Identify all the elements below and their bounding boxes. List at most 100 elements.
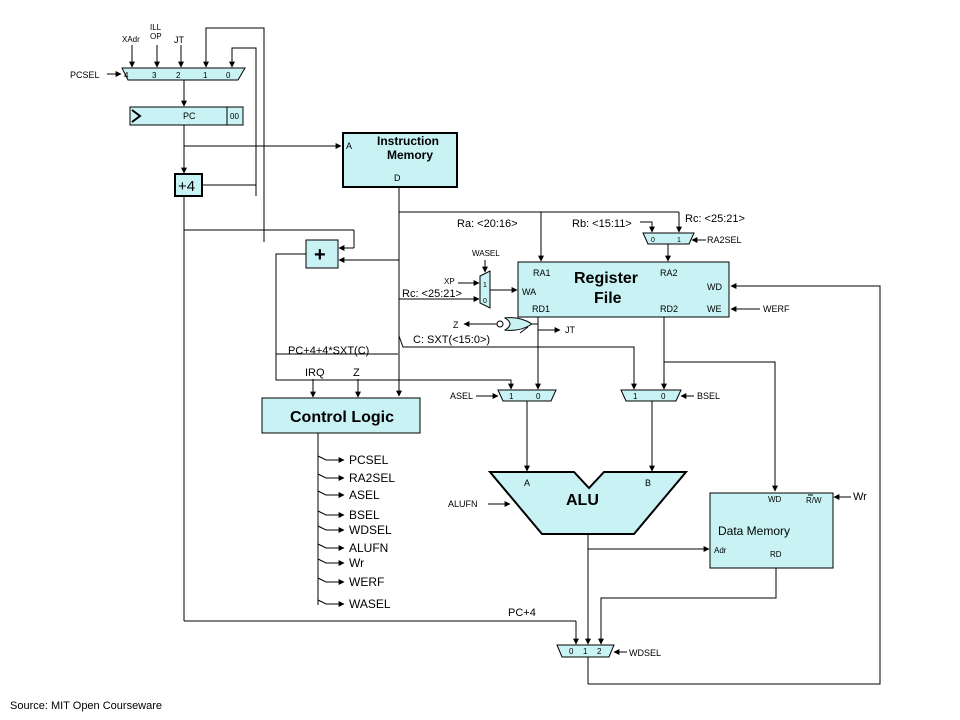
pc4-label: PC+4 [508, 607, 536, 619]
control-output-arrow [317, 455, 345, 463]
wdsel-label: WDSEL [629, 648, 661, 658]
regfile-title-2: File [594, 290, 622, 307]
control-output-arrow [317, 577, 345, 585]
regfile-we-port: WE [707, 304, 722, 314]
z-nor-gate [496, 317, 533, 331]
wdsel-port-0: 0 [569, 647, 574, 656]
bsel-mux: 1 0 [620, 389, 682, 402]
control-output-arrow [317, 543, 345, 551]
pc-mux-port-4: 4 [124, 71, 129, 80]
control-output-asel: ASEL [349, 488, 380, 502]
ra2-mux-port-1: 1 [677, 237, 681, 244]
sxt-field-label: C: SXT(<15:0>) [413, 334, 490, 346]
pc-mux-port-1: 1 [203, 71, 208, 80]
wa-mux-port-0: 0 [483, 298, 487, 305]
wasel-mux: 1 0 [479, 270, 491, 309]
bsel-port-0: 0 [661, 392, 666, 401]
control-z-label: Z [353, 367, 360, 379]
dmem-wd-port: WD [768, 495, 782, 504]
imem-data-port: D [394, 173, 401, 183]
alufn-label: ALUFN [448, 499, 478, 509]
plus4-block: +4 [174, 173, 203, 197]
regfile-rd2-port: RD2 [660, 304, 678, 314]
pcsel-label: PCSEL [70, 70, 100, 80]
pc-label: PC [183, 111, 196, 121]
plus4-label: +4 [178, 178, 195, 195]
asel-mux: 1 0 [497, 389, 557, 402]
imem-title-1: Instruction [377, 134, 439, 148]
alu: ALU A B [487, 471, 689, 535]
dmem-rd-port: RD [770, 550, 782, 559]
werf-in-label: WERF [763, 304, 790, 314]
dmem-title: Data Memory [718, 524, 790, 538]
pc-mux-port-0: 0 [226, 71, 231, 80]
control-output-wr: Wr [349, 556, 364, 570]
z-out-label: Z [453, 320, 459, 330]
dmem-adr-port: Adr [714, 546, 727, 555]
ra-field-label: Ra: <20:16> [457, 218, 518, 230]
control-output-arrow [317, 599, 345, 607]
wa-mux-port-1: 1 [483, 282, 487, 289]
wdsel-mux: 0 1 2 [556, 644, 615, 658]
dmem-rw-port: R/W [806, 496, 822, 505]
regfile-ra2-port: RA2 [660, 268, 678, 278]
instruction-memory: Instruction Memory A D [342, 132, 458, 188]
branch-adder: + [305, 239, 339, 269]
pc-register: PC 00 [129, 106, 244, 126]
control-output-pcsel: PCSEL [349, 453, 389, 467]
imem-addr-port: A [346, 141, 352, 151]
asel-label: ASEL [450, 391, 473, 401]
control-output-arrow [317, 510, 345, 518]
bsel-label: BSEL [697, 391, 720, 401]
control-output-arrow [317, 525, 345, 533]
wdsel-port-2: 2 [597, 647, 602, 656]
wasel-label: WASEL [472, 249, 500, 258]
control-output-alufn: ALUFN [349, 541, 388, 555]
op-label: OP [150, 32, 162, 41]
xadr-label: XAdr [122, 35, 140, 44]
alu-a-port: A [524, 478, 530, 488]
control-output-arrow [317, 490, 345, 498]
regfile-title-1: Register [574, 270, 638, 287]
imem-title-2: Memory [387, 148, 433, 162]
rb-field-label: Rb: <15:11> [572, 218, 632, 230]
regfile-ra1-port: RA1 [533, 268, 551, 278]
irq-label: IRQ [305, 367, 325, 379]
pc-mux-port-2: 2 [176, 71, 181, 80]
asel-port-0: 0 [536, 392, 541, 401]
regfile-wa-port: WA [522, 287, 536, 297]
rc-top-field-label: Rc: <25:21> [685, 213, 745, 225]
jt-top-label: JT [174, 35, 185, 45]
xp-label: XP [444, 277, 455, 286]
adder-plus: + [314, 244, 326, 266]
ill-label: ILL [150, 23, 162, 32]
pc-mux-port-3: 3 [152, 71, 157, 80]
control-output-ra2sel: RA2SEL [349, 471, 395, 485]
control-output-wdsel: WDSEL [349, 523, 392, 537]
control-output-arrow [317, 558, 345, 566]
control-output-wasel: WASEL [349, 597, 391, 611]
control-output-arrow [317, 473, 345, 481]
jt-out-label: JT [565, 325, 576, 335]
control-logic: Control Logic [261, 397, 421, 434]
control-output-werf: WERF [349, 575, 384, 589]
wdsel-port-1: 1 [583, 647, 588, 656]
regfile-wd-port: WD [707, 282, 722, 292]
branch-target-label: PC+4+4*SXT(C) [288, 345, 369, 357]
alu-b-port: B [645, 478, 651, 488]
asel-port-1: 1 [509, 392, 514, 401]
pc-00-label: 00 [230, 112, 239, 121]
bsel-port-1: 1 [633, 392, 638, 401]
pcsel-mux: 4 3 2 1 0 [121, 67, 246, 81]
ra2-mux-port-0: 0 [651, 237, 655, 244]
ra2sel-label: RA2SEL [707, 235, 742, 245]
control-output-bsel: BSEL [349, 508, 380, 522]
source-credit: Source: MIT Open Courseware [10, 700, 163, 712]
ra2sel-mux: 0 1 [642, 232, 695, 245]
rc-left-field-label: Rc: <25:21> [402, 288, 462, 300]
register-file: Register File RA1 RA2 WA RD1 RD2 WD WE [517, 261, 730, 318]
wr-in-label: Wr [853, 491, 867, 503]
alu-title: ALU [566, 492, 599, 509]
